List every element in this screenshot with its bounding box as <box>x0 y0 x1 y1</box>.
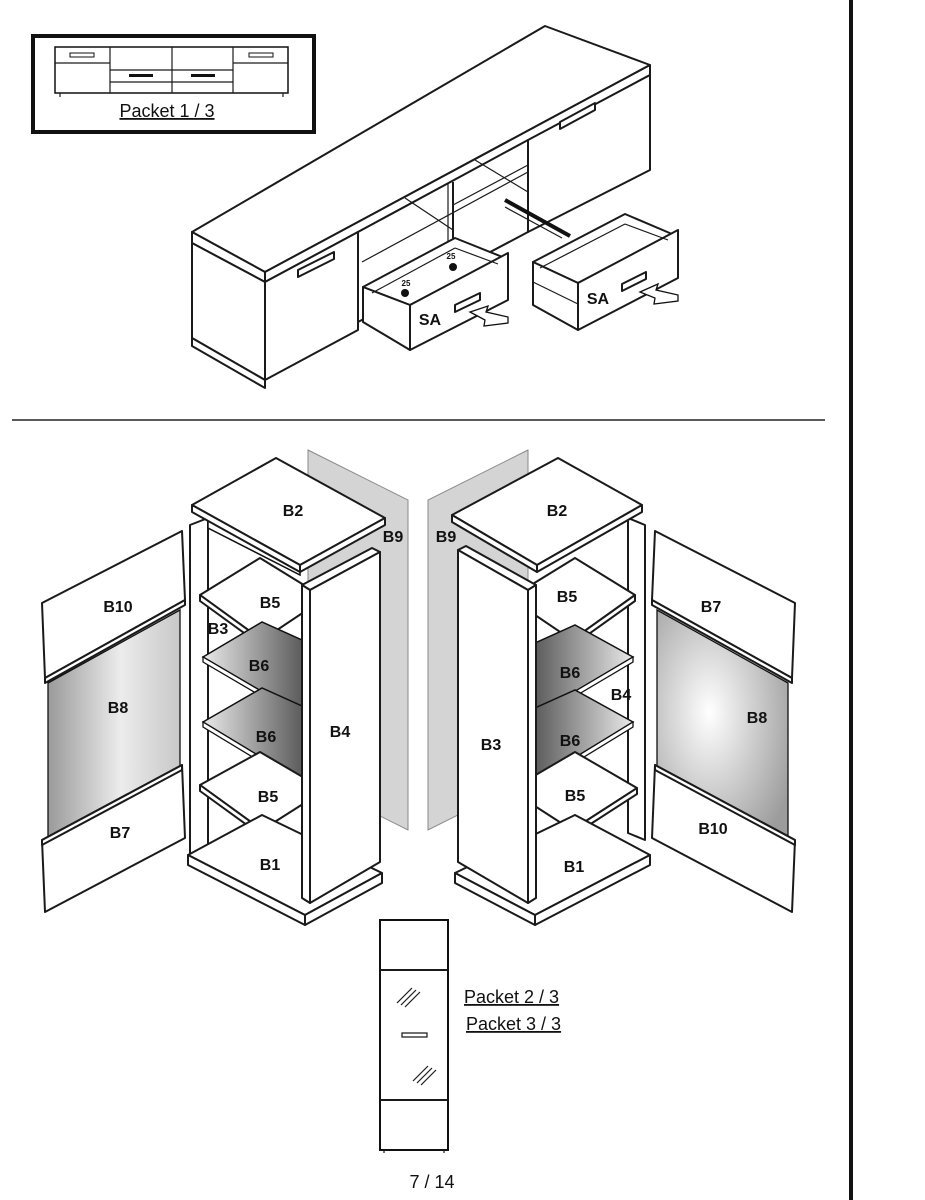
label-b3-right: B3 <box>481 737 502 754</box>
label-b6-right-top: B6 <box>560 665 581 682</box>
label-b10-left: B10 <box>103 599 132 616</box>
label-b10-right: B10 <box>698 821 727 838</box>
label-b7-right: B7 <box>701 599 722 616</box>
label-b9-right: B9 <box>436 529 457 546</box>
label-b4-right: B4 <box>611 687 632 704</box>
label-b2-left: B2 <box>283 503 304 520</box>
label-b1-left: B1 <box>260 857 281 874</box>
cabinet-front-thumbnail: Packet 2 / 3 Packet 3 / 3 <box>379 919 561 1153</box>
label-b1-right: B1 <box>564 859 585 876</box>
label-b8-left: B8 <box>108 700 129 717</box>
part-labels: B2 B9 B5 B3 B6 B6 B4 B5 B1 B10 B8 B7 B2 … <box>103 503 767 876</box>
packet-1-label: Packet 1 / 3 <box>119 101 214 121</box>
tv-unit-drawing: 25 25 SA SA <box>191 25 679 389</box>
drawer-2-label: SA <box>587 291 610 308</box>
label-b5-left-top: B5 <box>260 595 281 612</box>
packet-2-label: Packet 2 / 3 <box>464 987 559 1007</box>
label-b8-right: B8 <box>747 710 768 727</box>
label-b4-left: B4 <box>330 724 351 741</box>
label-b6-right-bottom: B6 <box>560 733 581 750</box>
screw-label-1: 25 <box>402 279 411 288</box>
label-b6-left-bottom: B6 <box>256 729 277 746</box>
label-b6-left-top: B6 <box>249 658 270 675</box>
packet-3-label: Packet 3 / 3 <box>466 1014 561 1034</box>
label-b5-right-bottom: B5 <box>565 788 586 805</box>
label-b5-right-top: B5 <box>557 589 578 606</box>
label-b3-left: B3 <box>208 621 229 638</box>
screw-label-2: 25 <box>447 252 456 261</box>
label-b2-right: B2 <box>547 503 568 520</box>
right-cabinet-drawing <box>427 449 796 926</box>
left-cabinet-drawing <box>41 449 409 926</box>
drawer-1-label: SA <box>419 312 442 329</box>
label-b5-left-bottom: B5 <box>258 789 279 806</box>
label-b9-left: B9 <box>383 529 404 546</box>
packet-1-thumbnail: Packet 1 / 3 <box>31 34 316 134</box>
page-number: 7 / 14 <box>409 1172 454 1192</box>
label-b7-left: B7 <box>110 825 131 842</box>
